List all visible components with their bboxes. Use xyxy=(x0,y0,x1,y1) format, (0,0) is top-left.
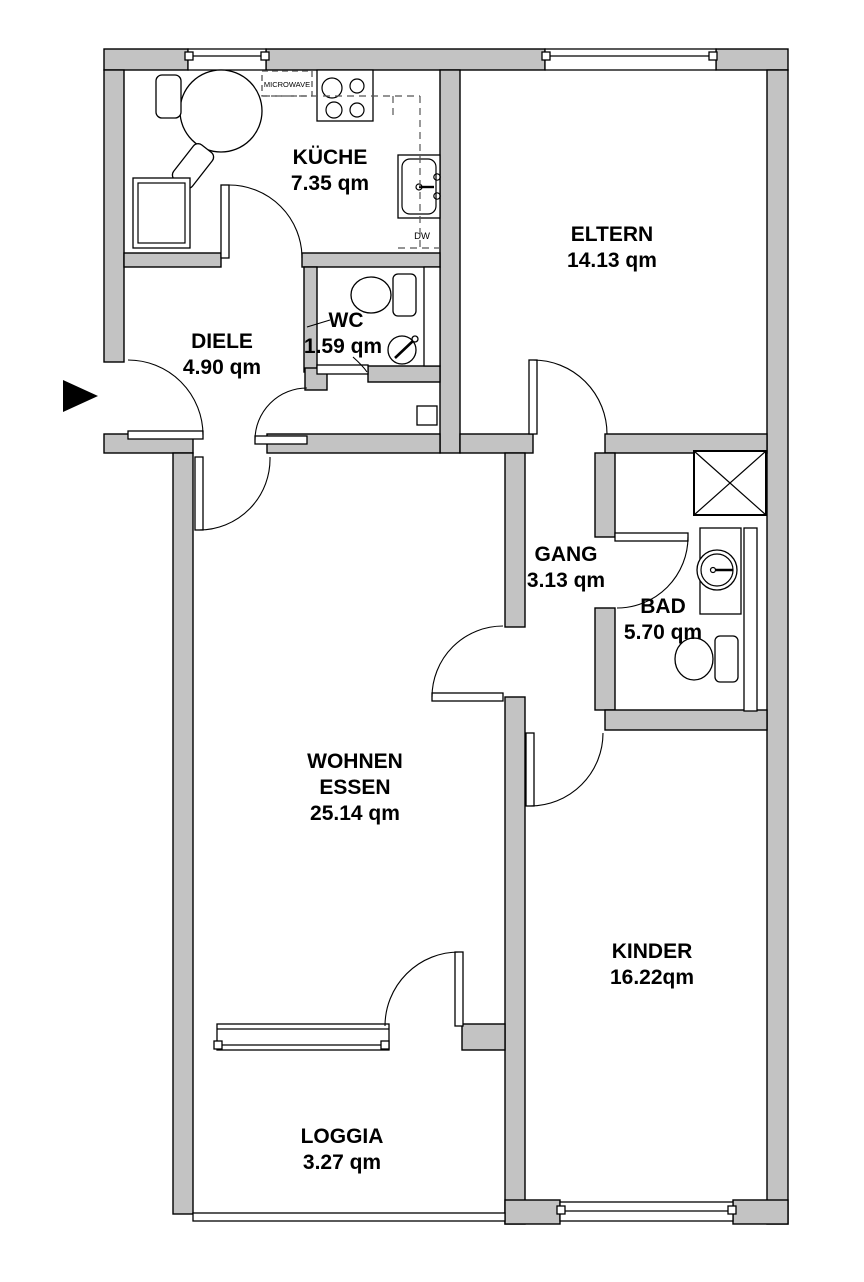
wc-toilet xyxy=(350,273,417,317)
chair xyxy=(155,74,182,119)
kinder-window xyxy=(556,1201,737,1222)
svg-text:KÜCHE: KÜCHE xyxy=(293,146,368,169)
room-label-bad: BAD 5.70 qm xyxy=(624,595,702,644)
kitchen-fixtures: MICROWAVE DW xyxy=(132,69,441,253)
shafts xyxy=(416,266,441,426)
room-label-diele: DIELE 4.90 qm xyxy=(183,330,261,379)
microwave-label: MICROWAVE xyxy=(264,80,310,89)
windows xyxy=(184,48,737,1222)
shower xyxy=(693,450,767,516)
wc-label-leader xyxy=(306,319,331,328)
kinder-door xyxy=(525,732,604,807)
gang-wohnen-door xyxy=(431,625,504,702)
svg-text:25.14 qm: 25.14 qm xyxy=(310,802,400,825)
loggia-railing xyxy=(192,1212,506,1222)
eltern-door xyxy=(528,359,608,435)
wohnen-loggia-window xyxy=(213,1023,390,1051)
kitchen-sink xyxy=(397,154,441,219)
svg-text:3.27 qm: 3.27 qm xyxy=(303,1151,381,1174)
svg-text:1.59 qm: 1.59 qm xyxy=(304,335,382,358)
svg-text:WOHNEN: WOHNEN xyxy=(307,750,403,773)
svg-text:7.35 qm: 7.35 qm xyxy=(291,172,369,195)
wc-sink xyxy=(387,335,419,365)
svg-text:GANG: GANG xyxy=(535,543,598,566)
bad-fixtures xyxy=(674,450,767,712)
svg-text:4.90 qm: 4.90 qm xyxy=(183,356,261,379)
dishwasher-label: DW xyxy=(414,231,430,242)
diele-wohnen-door xyxy=(194,456,271,531)
room-label-wc: WC 1.59 qm xyxy=(304,309,382,373)
wc-vestibule-door xyxy=(254,387,308,445)
loggia-door xyxy=(384,951,464,1027)
doors xyxy=(127,184,689,1027)
svg-text:LOGGIA: LOGGIA xyxy=(301,1125,384,1148)
wc-fixtures xyxy=(350,273,419,365)
kitchen-window xyxy=(184,48,270,71)
svg-text:ELTERN: ELTERN xyxy=(571,223,653,246)
wc-area-leader xyxy=(352,356,368,373)
svg-text:5.70 qm: 5.70 qm xyxy=(624,621,702,644)
bathroom-sink xyxy=(696,527,758,712)
svg-text:DIELE: DIELE xyxy=(191,330,253,353)
svg-text:14.13 qm: 14.13 qm xyxy=(567,249,657,272)
entrance-door xyxy=(127,359,204,440)
wc-door xyxy=(316,364,369,375)
svg-text:WC: WC xyxy=(329,309,364,332)
svg-text:BAD: BAD xyxy=(640,595,686,618)
room-labels: KÜCHE 7.35 qm ELTERN 14.13 qm DIELE 4.90… xyxy=(183,146,702,1174)
svg-text:3.13 qm: 3.13 qm xyxy=(527,569,605,592)
room-label-gang: GANG 3.13 qm xyxy=(527,543,605,592)
dining-table xyxy=(179,69,263,153)
svg-text:KINDER: KINDER xyxy=(612,940,693,963)
room-label-kueche: KÜCHE 7.35 qm xyxy=(291,146,369,195)
svg-text:16.22qm: 16.22qm xyxy=(610,966,694,989)
kitchen-door xyxy=(220,184,303,259)
room-label-loggia: LOGGIA 3.27 qm xyxy=(301,1125,384,1174)
eltern-window xyxy=(541,48,718,71)
counter-outline xyxy=(263,95,440,253)
room-label-eltern: ELTERN 14.13 qm xyxy=(567,223,657,272)
walls xyxy=(103,48,789,1225)
bad-door xyxy=(614,532,689,609)
svg-text:ESSEN: ESSEN xyxy=(319,776,390,799)
entrance-arrow xyxy=(63,380,98,412)
room-label-wohnen: WOHNEN ESSEN 25.14 qm xyxy=(307,750,403,825)
small-shaft xyxy=(416,405,438,426)
cabinet xyxy=(132,177,191,249)
bad-toilet xyxy=(674,635,739,683)
room-label-kinder: KINDER 16.22qm xyxy=(610,940,694,989)
duct-shaft xyxy=(423,266,441,367)
microwave: MICROWAVE xyxy=(261,70,313,97)
